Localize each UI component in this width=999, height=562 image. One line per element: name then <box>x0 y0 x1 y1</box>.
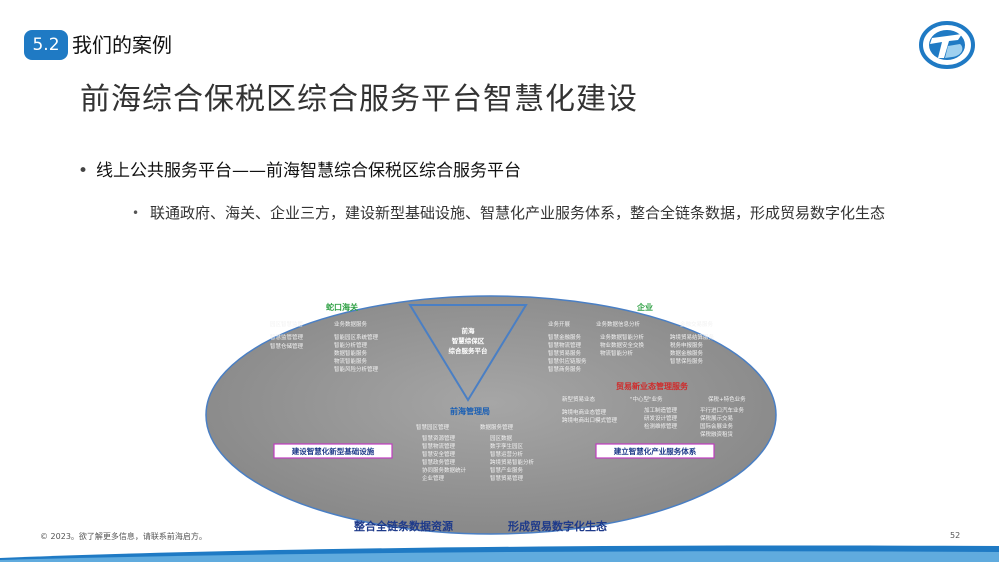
section-number-badge: 5.2 <box>24 30 68 60</box>
trade-col2-header: "中心型"业务 <box>630 395 663 403</box>
customs-col2-header: 业务数据服务 <box>334 320 368 328</box>
trade-col1-item: 跨境电商出口模式管理 <box>562 416 618 424</box>
enterprise-col1-item: 智慧物流管理 <box>548 341 582 349</box>
footer-wave-bar <box>0 545 999 562</box>
company-logo-icon <box>919 21 975 69</box>
enterprise-col2-item: 物流智能分析 <box>600 349 634 357</box>
footer-note: © 2023。欲了解更多信息，请联系前海启方。 <box>40 532 207 541</box>
customs-col2-item: 智能风险分析管理 <box>334 365 379 373</box>
trade-col1-item: 跨境电商业态管理 <box>562 408 607 416</box>
left-callout-text: 建设智慧化新型基础设施 <box>291 446 375 456</box>
enterprise-col3-header: 金融交易服务 <box>680 320 714 328</box>
enterprise-col1-item: 智慧金融服务 <box>548 333 582 341</box>
center-triangle <box>408 304 528 402</box>
trade-col3-header: 保税+特色业务 <box>708 395 746 403</box>
right-callout-box <box>595 443 715 459</box>
enterprise-col1-header: 业务开展 <box>548 320 571 328</box>
enterprise-col3-item: 智慧保险服务 <box>670 357 704 365</box>
outer-ellipse <box>205 295 777 535</box>
enterprise-col1-item: 智慧商务服务 <box>548 365 582 373</box>
authority-col2-header: 数据服务管理 <box>480 423 514 431</box>
trade-col1-header: 新型贸易业态 <box>562 395 596 403</box>
authority-col1-header: 智慧园区管理 <box>416 423 450 431</box>
left-callout-box <box>273 443 393 459</box>
enterprise-col3-item: 数据金融服务 <box>670 349 704 357</box>
trade-col3-item: 保税展示交易 <box>700 414 733 422</box>
authority-col2-item: 数字孪生园区 <box>490 442 524 450</box>
enterprise-title: 企业 <box>636 302 653 312</box>
trade-col2-item: 加工制造管理 <box>644 406 678 414</box>
authority-col2-item: 跨境贸易智能分析 <box>490 458 535 466</box>
trade-col3-item: 国际会展业务 <box>700 422 734 430</box>
customs-col1-item: 智慧监管管理 <box>270 333 304 341</box>
enterprise-col2-item: 业务数据智能分析 <box>600 333 645 341</box>
trade-col3-item: 保税融资租赁 <box>700 430 734 438</box>
center-line-1: 前海 <box>462 326 476 335</box>
enterprise-col1-item: 智慧贸易服务 <box>548 349 582 357</box>
authority-col1-item: 协同服务数据统计 <box>422 466 467 474</box>
enterprise-col3-item: 税务申报服务 <box>670 341 704 349</box>
authority-col2-item: 智慧贸易管理 <box>490 474 524 482</box>
right-callout-text: 建立智慧化产业服务体系 <box>613 446 697 456</box>
bullet-level2: 联通政府、海关、企业三方，建设新型基础设施、智慧化产业服务体系，整合全链条数据，… <box>132 198 910 229</box>
authority-col1-item: 智慧政务管理 <box>422 458 456 466</box>
authority-title: 前海管理局 <box>450 406 490 416</box>
enterprise-col3-item: 跨境贸易结算服务 <box>670 333 715 341</box>
center-line-3: 综合服务平台 <box>449 346 489 355</box>
bottom-label-right: 形成贸易数字化生态 <box>508 520 607 533</box>
customs-col1-header: 园区智慧监管 <box>270 320 304 328</box>
authority-col1-item: 智慧资源管理 <box>422 434 456 442</box>
page-number: 52 <box>950 531 961 540</box>
enterprise-col1-item: 智慧供应链服务 <box>548 357 587 365</box>
trade-title: 贸易新业态管理服务 <box>616 381 689 391</box>
customs-col1-item: 智慧仓储管理 <box>270 342 304 350</box>
authority-col2-item: 园区数据 <box>490 434 513 442</box>
customs-col2-item: 智能分析管理 <box>334 341 368 349</box>
trade-col2-item: 研发设计管理 <box>644 414 678 422</box>
customs-title: 蛇口海关 <box>326 302 358 312</box>
authority-col2-item: 智慧产业服务 <box>490 466 524 474</box>
customs-col2-item: 数据智能服务 <box>334 349 368 357</box>
customs-col2-item: 物流智能服务 <box>334 357 368 365</box>
main-title: 前海综合保税区综合服务平台智慧化建设 <box>80 82 638 117</box>
center-line-2: 智慧综保区 <box>452 336 485 345</box>
trade-col2-item: 检测维修管理 <box>644 422 678 430</box>
authority-col1-item: 企业管理 <box>422 474 445 482</box>
authority-col1-item: 智慧安全管理 <box>422 450 456 458</box>
bullet-level1: 线上公共服务平台——前海智慧综合保税区综合服务平台 <box>78 158 521 184</box>
service-ecosystem-diagram: 前海 智慧综保区 综合服务平台 蛇口海关 园区智慧监管 智慧监管管理 智慧仓储管… <box>205 295 777 535</box>
authority-col1-item: 智慧物流管理 <box>422 442 456 450</box>
enterprise-col2-header: 业务数据信息分析 <box>596 320 641 328</box>
enterprise-col2-item: 物业数据安全交换 <box>600 341 645 349</box>
bottom-label-left: 整合全链条数据资源 <box>354 520 453 533</box>
trade-col3-item: 平行进口汽车业务 <box>700 406 745 414</box>
customs-col2-item: 智能园区系统管理 <box>334 333 379 341</box>
section-title: 我们的案例 <box>72 33 172 57</box>
authority-col2-item: 智慧运营分析 <box>490 450 524 458</box>
